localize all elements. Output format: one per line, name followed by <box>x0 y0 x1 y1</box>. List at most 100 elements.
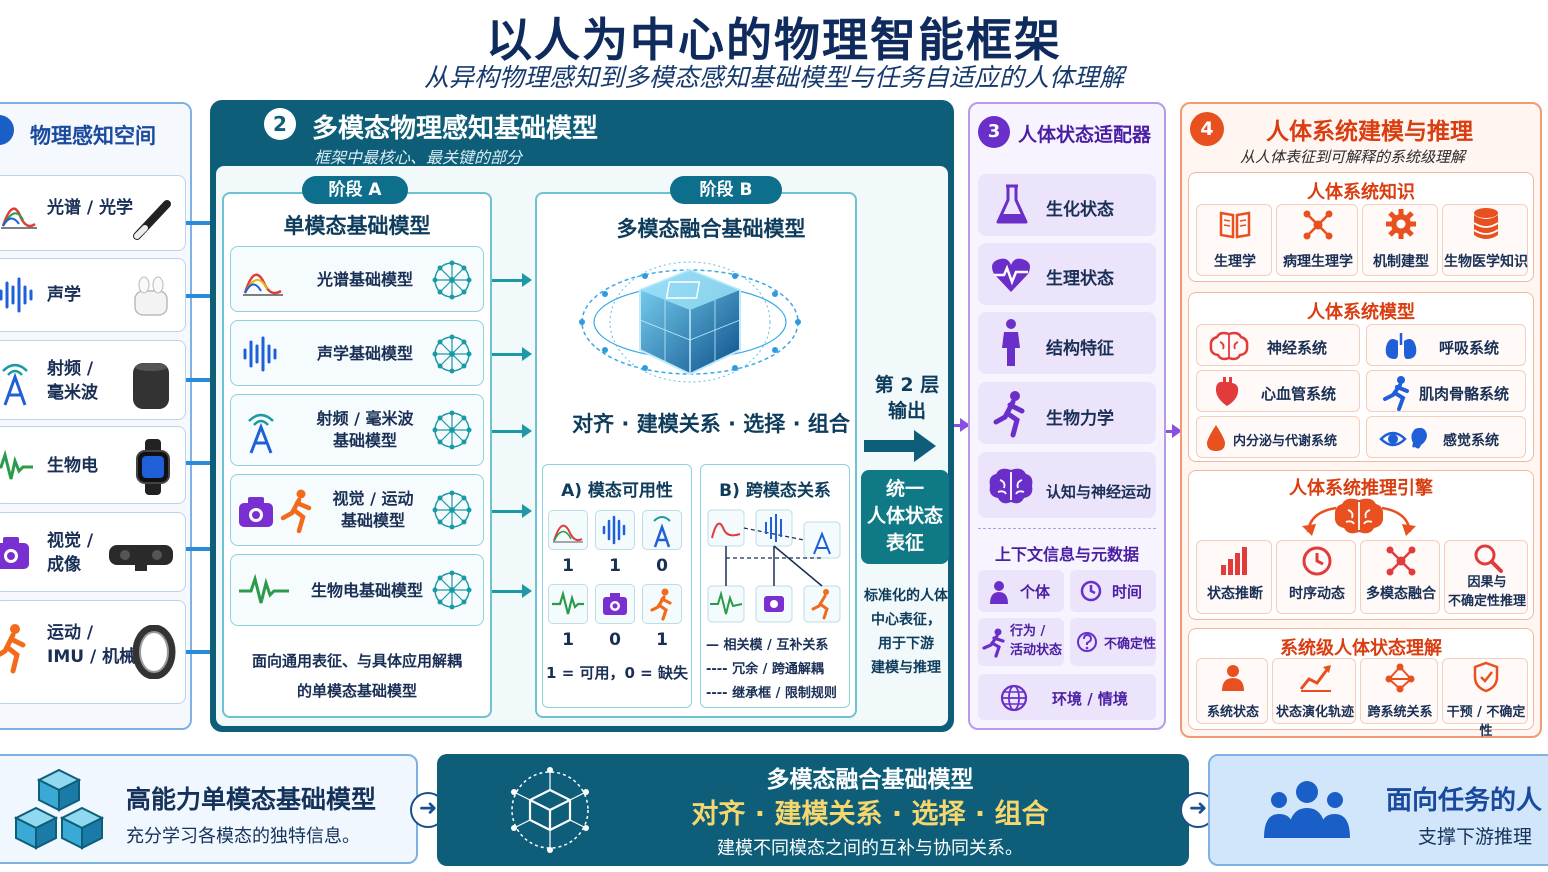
knowledge-title: 人体系统知识 <box>1307 182 1415 203</box>
knowledge-item[interactable]: 生物医学知识 <box>1442 204 1528 276</box>
panel4-title: 人体系统建模与推理 <box>1266 119 1473 145</box>
smart-ring-icon <box>132 625 176 679</box>
knowledge-item[interactable]: 机制建型 <box>1362 204 1438 276</box>
knowledge-item[interactable]: 病理生理学 <box>1276 204 1358 276</box>
engine-item[interactable]: 因果与 不确定性推理 <box>1444 540 1528 614</box>
cross-modal-graph <box>707 509 841 623</box>
sensing-card-vision[interactable]: 视觉 / 成像 <box>0 512 186 592</box>
shield-icon <box>1473 661 1499 693</box>
knowledge-label: 生物医学知识 <box>1444 254 1528 270</box>
output-description: 标准化的人体 中心表征， 用于下游 建模与推理 <box>864 588 948 676</box>
bottom-unimodal-title: 高能力单模态基础模型 <box>126 785 377 814</box>
state-label: 认知与神经运动 <box>1046 483 1152 501</box>
cross-legend-line: ---- 冗余 / 跨通解耦 <box>706 662 824 677</box>
flow-arrow-head <box>1172 424 1182 438</box>
model-label: 射频 / 毫米波 基础模型 <box>316 409 414 450</box>
soundwave-icon <box>243 336 277 372</box>
sensing-label: 运动 / IMU / 机械 <box>47 623 137 667</box>
understanding-item[interactable]: 跨系统关系 <box>1360 658 1438 724</box>
understanding-label: 干预 / 不确定性 <box>1446 705 1526 739</box>
context-time[interactable]: 时间 <box>1070 570 1156 612</box>
sensing-card-rf[interactable]: 射频 / 毫米波 <box>0 340 186 420</box>
camera-icon <box>603 593 627 615</box>
sensing-label: 射频 / 毫米波 <box>47 359 98 403</box>
pen-sensor-icon <box>133 200 171 240</box>
bottom-task-box <box>1208 754 1548 866</box>
bottom-fusion-desc: 建模不同模态之间的互补与协同关系。 <box>717 838 1023 859</box>
engine-label: 状态推断 <box>1207 586 1263 602</box>
understanding-item[interactable]: 系统状态 <box>1196 658 1268 724</box>
mini-bioelectric <box>548 584 588 624</box>
system-item-sensory[interactable]: 感觉系统 <box>1366 416 1526 458</box>
cross-legend-line: — 相关模 / 互补关系 <box>706 638 829 653</box>
engine-item[interactable]: 状态推断 <box>1196 540 1272 614</box>
panel4-number-badge: 4 <box>1190 112 1224 146</box>
neural-network-icon <box>432 570 472 610</box>
smartwatch-icon <box>136 439 170 495</box>
panel2-number-badge: 2 <box>264 108 296 140</box>
availability-value: 1 <box>562 556 574 576</box>
unified-representation-box: 统一 人体状态 表征 <box>861 470 949 564</box>
system-label: 肌肉骨骼系统 <box>1419 385 1510 403</box>
flow-arrow-head <box>960 418 970 432</box>
spectrum-icon <box>553 524 583 543</box>
state-label: 生物力学 <box>1046 409 1114 429</box>
sensing-card-spectral[interactable]: 光谱 / 光学 <box>0 175 186 251</box>
heart-pulse-icon <box>992 258 1030 292</box>
heart-organ-icon <box>1215 377 1239 406</box>
context-label: 行为 / 活动状态 <box>1010 624 1063 658</box>
sensing-card-bioelectric[interactable]: 生物电 <box>0 426 186 504</box>
system-model-title: 人体系统模型 <box>1307 302 1415 323</box>
stage-a-footer: 面向通用表征、与具体应用解耦 的单模态基础模型 <box>251 652 462 700</box>
molecule-icon <box>1386 546 1416 576</box>
system-item-cardiovascular[interactable]: 心血管系统 <box>1196 370 1360 412</box>
system-label: 呼吸系统 <box>1439 339 1500 357</box>
availability-value: 0 <box>609 630 621 650</box>
system-item-endocrine[interactable]: 内分泌与代谢系统 <box>1196 416 1360 458</box>
model-label: 光谱基础模型 <box>316 270 413 289</box>
system-item-musculoskeletal[interactable]: 肌肉骨骼系统 <box>1366 370 1526 412</box>
context-individual[interactable]: 个体 <box>978 570 1064 612</box>
brain-icon <box>989 468 1033 504</box>
availability-value: 0 <box>656 556 668 576</box>
model-card-acoustic[interactable]: 声学基础模型 <box>230 320 484 386</box>
bottom-task-desc: 支撑下游推理 <box>1418 826 1533 848</box>
system-label: 心血管系统 <box>1261 385 1337 403</box>
flow-arrow <box>492 424 532 438</box>
model-card-vision-motion[interactable]: 视觉 / 运动 基础模型 <box>230 474 484 546</box>
knowledge-item[interactable]: 生理学 <box>1196 204 1272 276</box>
understanding-title: 系统级人体状态理解 <box>1280 638 1442 659</box>
ecg-icon <box>552 589 584 615</box>
eye-ear-icon <box>1379 427 1427 449</box>
context-label: 时间 <box>1112 583 1143 601</box>
context-environment[interactable]: 环境 / 情境 <box>978 674 1156 720</box>
context-uncertainty[interactable]: 不确定性 <box>1070 618 1156 666</box>
context-label: 个体 <box>1020 583 1051 601</box>
engine-item[interactable]: 多模态融合 <box>1360 540 1440 614</box>
model-card-spectral[interactable]: 光谱基础模型 <box>230 246 484 312</box>
flask-icon <box>996 184 1028 224</box>
mini-vision <box>595 584 635 624</box>
running-icon <box>993 391 1025 438</box>
clock-icon <box>1302 546 1332 576</box>
understanding-item[interactable]: 干预 / 不确定性 <box>1442 658 1528 739</box>
running-icon <box>982 628 1005 658</box>
engine-brain-icon <box>1302 498 1416 536</box>
user-icon <box>1222 665 1244 691</box>
panel2-subtitle: 框架中最核心、最关键的部分 <box>314 148 523 167</box>
engine-item[interactable]: 时序动态 <box>1276 540 1356 614</box>
system-item-respiratory[interactable]: 呼吸系统 <box>1366 324 1526 366</box>
understanding-item[interactable]: 状态演化轨迹 <box>1272 658 1356 724</box>
context-activity[interactable]: 行为 / 活动状态 <box>978 618 1064 666</box>
sensing-card-motion[interactable]: 运动 / IMU / 机械 <box>0 600 186 704</box>
state-card-biochemical[interactable] <box>978 174 1156 236</box>
bottom-fusion-caption: 对齐 · 建模关系 · 选择 · 组合 <box>691 799 1049 830</box>
model-card-rf[interactable]: 射频 / 毫米波 基础模型 <box>230 394 484 466</box>
running-icon <box>280 489 312 533</box>
knowledge-label: 病理生理学 <box>1283 254 1353 270</box>
sensing-label: 生物电 <box>47 456 98 476</box>
sensing-card-acoustic[interactable]: 声学 <box>0 258 186 332</box>
system-item-nervous[interactable]: 神经系统 <box>1196 324 1360 366</box>
model-card-bioelectric[interactable]: 生物电基础模型 <box>230 554 484 626</box>
engine-label: 时序动态 <box>1289 586 1345 602</box>
